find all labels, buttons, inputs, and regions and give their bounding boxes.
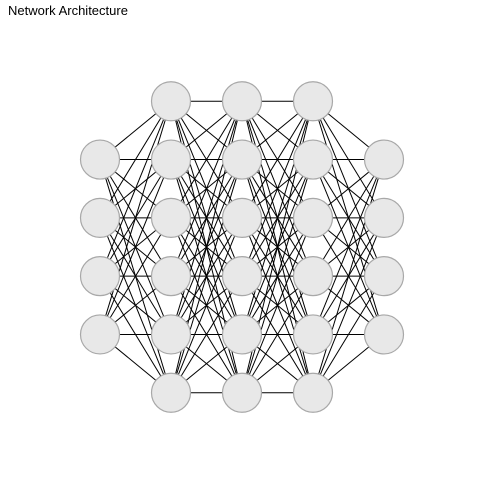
- node-layer4-6: [292, 372, 334, 413]
- edge-l3-6-to-l4-4: [241, 275, 314, 394]
- node-layer3-5: [221, 314, 263, 355]
- edge-l1-3-to-l2-1: [99, 101, 172, 277]
- node-layer5-4: [363, 314, 405, 355]
- node-layer1-2: [79, 197, 121, 238]
- node-layer1-4: [79, 314, 121, 355]
- node-layer5-1: [363, 139, 405, 180]
- edge-l1-4-to-l2-3: [99, 217, 172, 335]
- node-layer3-3: [221, 197, 263, 238]
- edge-l2-6-to-l3-2: [170, 159, 243, 393]
- node-layer2-3: [150, 197, 192, 238]
- edge-l4-5-to-l5-1: [312, 159, 385, 335]
- edge-l4-4-to-l5-1: [312, 159, 385, 277]
- node-layer4-4: [292, 256, 334, 297]
- edge-l3-4-to-l4-1: [241, 101, 314, 277]
- node-layer4-3: [292, 197, 334, 238]
- edge-l3-5-to-l4-1: [241, 101, 314, 335]
- edge-l2-3-to-l3-1: [170, 100, 243, 219]
- nodes-group: [79, 81, 405, 413]
- node-layer3-1: [221, 81, 263, 122]
- edge-l3-3-to-l4-1: [241, 100, 314, 219]
- edge-l2-4-to-l3-1: [170, 101, 243, 277]
- edge-l1-4-to-l2-2: [99, 159, 172, 335]
- edge-l1-4-to-l2-1: [99, 101, 172, 335]
- node-layer3-6: [221, 372, 263, 413]
- edge-l2-6-to-l3-3: [170, 217, 243, 393]
- node-layer3-4: [221, 256, 263, 297]
- node-layer1-1: [79, 139, 121, 180]
- edge-l2-6-to-l3-4: [170, 275, 243, 394]
- edge-l4-6-to-l5-1: [312, 159, 385, 393]
- edge-l4-6-to-l5-3: [312, 275, 385, 394]
- node-layer2-4: [150, 256, 192, 297]
- edge-l1-2-to-l2-1: [99, 100, 172, 219]
- edge-l2-5-to-l3-1: [170, 101, 243, 335]
- node-layer5-3: [363, 256, 405, 297]
- node-layer1-3: [79, 256, 121, 297]
- node-layer5-2: [363, 197, 405, 238]
- node-layer2-5: [150, 314, 192, 355]
- diagram-title: Network Architecture: [8, 3, 128, 18]
- edge-l3-6-to-l4-3: [241, 217, 314, 393]
- node-layer2-6: [150, 372, 192, 413]
- node-layer4-1: [292, 81, 334, 122]
- node-layer2-1: [150, 81, 192, 122]
- node-layer2-2: [150, 139, 192, 180]
- edge-l3-6-to-l4-2: [241, 159, 314, 393]
- node-layer4-2: [292, 139, 334, 180]
- edge-l4-6-to-l5-2: [312, 217, 385, 393]
- node-layer3-2: [221, 139, 263, 180]
- node-layer4-5: [292, 314, 334, 355]
